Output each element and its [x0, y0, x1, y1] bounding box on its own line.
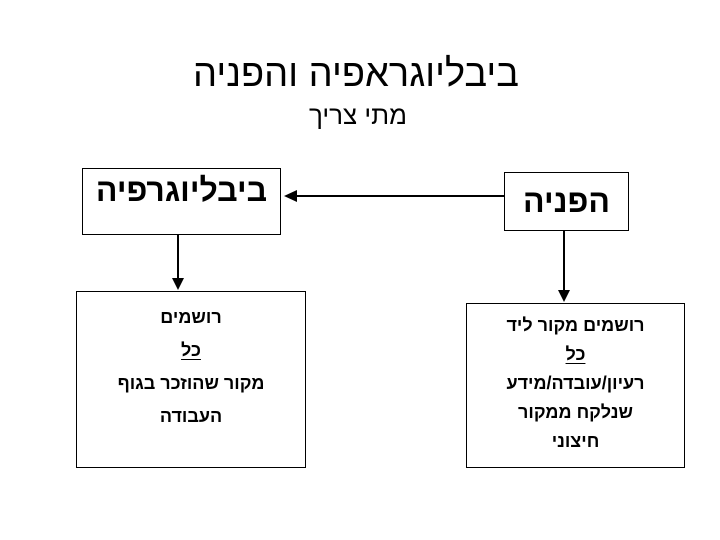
- bibliography-rule-line-4: העבודה: [159, 406, 223, 426]
- bibliography-rule-line-2-underlined: כל: [181, 340, 201, 360]
- reference-rule-box: רושמים מקור ליד כל רעיון/עובדה/מידע שנלק…: [466, 303, 685, 468]
- reference-rule-line-5: חיצוני: [551, 431, 600, 451]
- reference-rule-line-3: רעיון/עובדה/מידע: [506, 373, 645, 393]
- arrow-reference-down: [558, 231, 570, 302]
- bibliography-rule-line-3: מקור שהוזכר בגוף: [117, 373, 265, 393]
- reference-rule-line-1: רושמים מקור ליד: [506, 315, 645, 335]
- bibliography-rule-box: רושמים כל מקור שהוזכר בגוף העבודה: [76, 291, 306, 468]
- reference-box-label: הפניה: [523, 183, 610, 219]
- bibliography-box: ביבליוגרפיה: [82, 168, 281, 235]
- reference-rule-line-2-underlined: כל: [565, 344, 586, 364]
- bibliography-box-label: ביבליוגרפיה: [95, 172, 268, 208]
- reference-rule-line-4: שנלקח ממקור: [518, 402, 633, 422]
- slide-subtitle: מתי צריך: [309, 100, 407, 130]
- reference-box: הפניה: [504, 172, 629, 231]
- arrow-bibliography-down: [172, 235, 184, 290]
- bibliography-rule-line-1: רושמים: [160, 307, 222, 327]
- arrow-reference-to-bibliography: [284, 190, 504, 202]
- slide-title: ביבליוגראפיה והפניה: [193, 53, 519, 95]
